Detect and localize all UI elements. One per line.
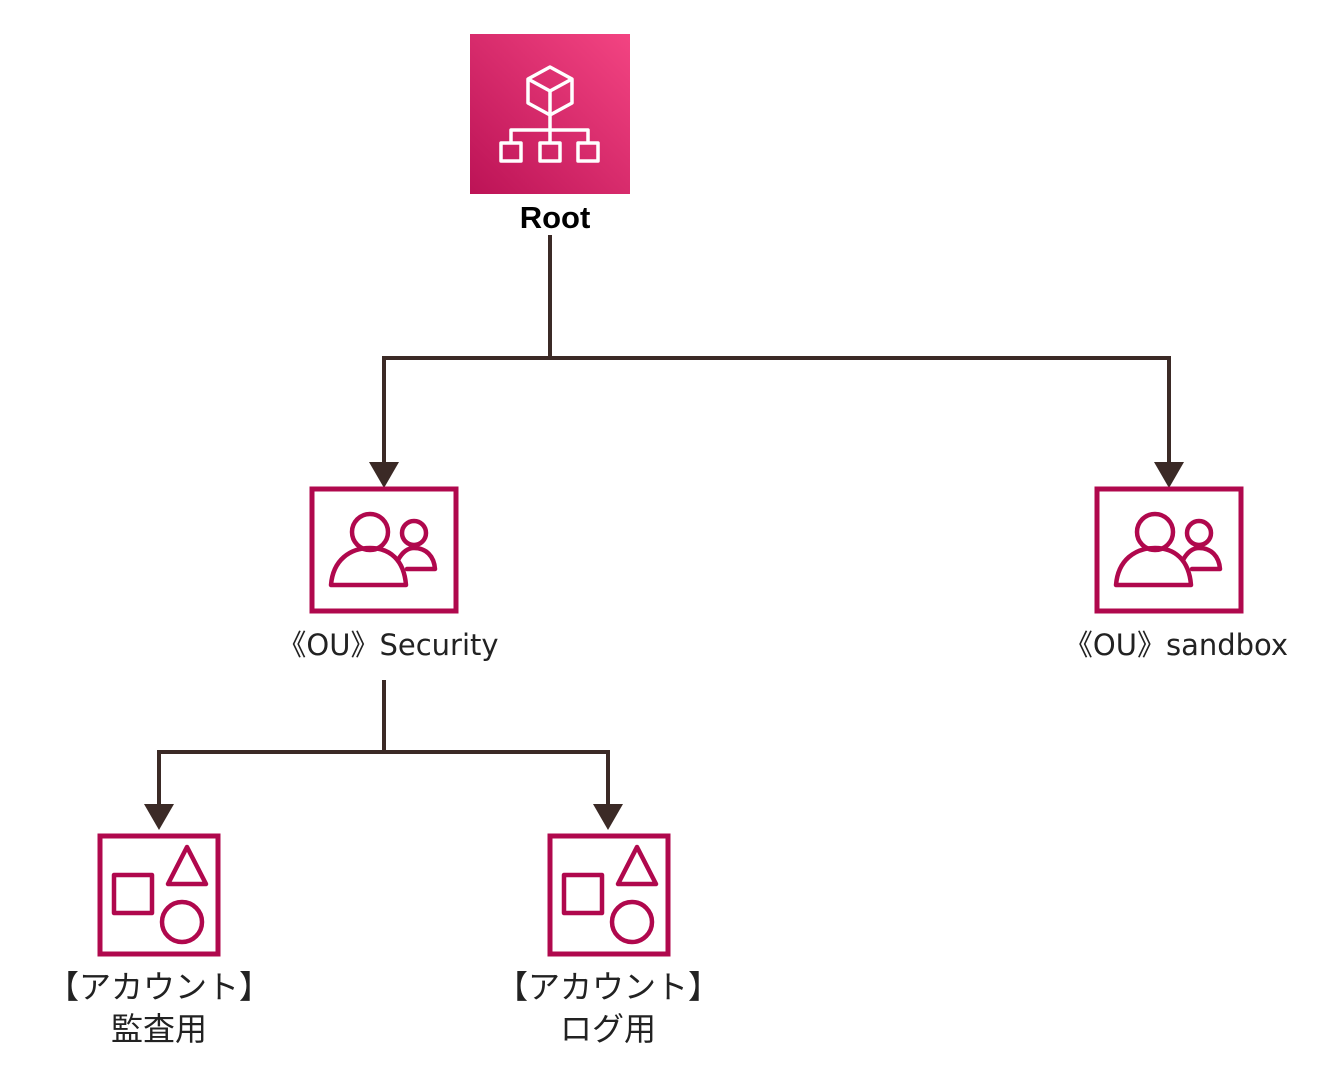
account-log-label-line2: ログ用 (560, 1010, 656, 1048)
node-account-audit[interactable]: 【アカウント】 監査用 (47, 833, 271, 1048)
root-label: Root (520, 200, 591, 235)
organizations-icon (499, 65, 600, 163)
account-log-label-line1: 【アカウント】 (496, 968, 720, 1006)
ou-sandbox-label: 《OU》sandbox (1064, 628, 1288, 662)
arrowhead-sandbox (1154, 462, 1184, 488)
account-audit-frame (97, 833, 221, 957)
account-log-frame (547, 833, 671, 957)
ou-users-icon (328, 511, 438, 588)
arrowhead-log (593, 804, 623, 830)
arrowhead-security (369, 462, 399, 488)
account-shapes-icon (561, 844, 659, 945)
node-ou-security[interactable]: 《OU》Security (277, 486, 499, 662)
connectors (144, 235, 1184, 830)
account-audit-label-line2: 監査用 (111, 1010, 207, 1048)
account-audit-label-line1: 【アカウント】 (47, 968, 271, 1006)
edge-root-to-sandbox (550, 356, 1171, 462)
edge-root-to-security (382, 235, 552, 462)
ou-security-label: 《OU》Security (277, 628, 498, 662)
node-account-log[interactable]: 【アカウント】 ログ用 (496, 833, 720, 1048)
ou-security-frame (309, 486, 459, 614)
ou-users-icon (1113, 511, 1223, 588)
edge-security-to-log (384, 750, 610, 804)
edge-security-to-audit (157, 680, 386, 804)
arrowhead-audit (144, 804, 174, 830)
node-root[interactable]: Root (470, 34, 630, 235)
node-ou-sandbox[interactable]: 《OU》sandbox (1064, 486, 1288, 662)
ou-sandbox-frame (1094, 486, 1244, 614)
account-shapes-icon (111, 844, 209, 945)
